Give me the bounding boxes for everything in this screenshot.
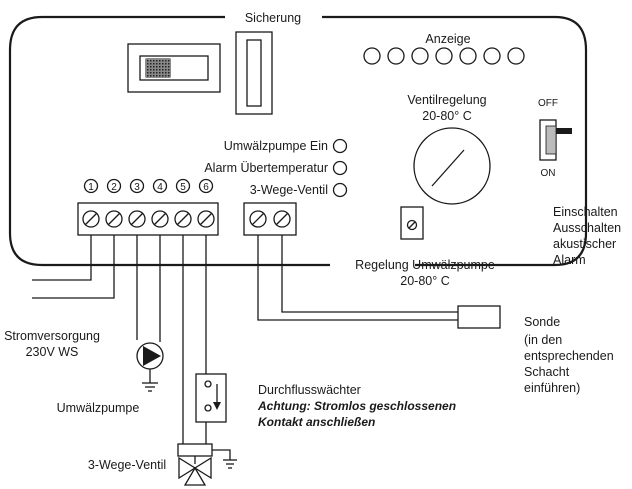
- overtemp-alarm-led: [332, 160, 348, 176]
- probe-desc-1: (in den: [524, 333, 562, 347]
- terminal-number-4: 4: [157, 182, 163, 193]
- terminal-number-1: 1: [88, 182, 94, 193]
- probe-desc-3: Schacht: [524, 365, 570, 379]
- valve-control-label: Ventilregelung: [407, 93, 486, 107]
- wires: [32, 235, 458, 444]
- three-way-valve-label: 3-Wege-Ventil: [88, 458, 166, 472]
- pump-control-potentiometer: [400, 206, 424, 240]
- terminal-numbers: 1 2 3 4 5 6: [83, 178, 214, 194]
- overtemp-alarm-label: Alarm Übertemperatur: [204, 161, 328, 175]
- pump-on-led: [332, 138, 348, 154]
- fuse: [235, 31, 273, 115]
- switch-desc-4: Alarm: [553, 253, 586, 267]
- valve-control-range: 20-80° C: [422, 109, 471, 123]
- warning-line-2: Kontakt anschließen: [258, 415, 375, 429]
- terminal-number-2: 2: [111, 182, 117, 193]
- slide-switch: [127, 43, 221, 93]
- power-supply-label: Stromversorgung: [4, 329, 100, 343]
- terminal-number-3: 3: [134, 182, 140, 193]
- terminal-number-6: 6: [203, 182, 209, 193]
- three-way-valve-led: [332, 182, 348, 198]
- circulation-pump-symbol: [136, 342, 164, 392]
- power-supply-voltage: 230V WS: [26, 345, 79, 359]
- circulation-pump-label: Umwälzpumpe: [57, 401, 140, 415]
- terminal-number-5: 5: [180, 182, 186, 193]
- probe-sensor: [457, 305, 501, 329]
- pump-control-label: Regelung Umwälzpumpe: [355, 258, 495, 272]
- fuse-label: Sicherung: [245, 11, 301, 25]
- switch-desc-2: Ausschalten: [553, 221, 621, 235]
- switch-desc-3: akustischer: [553, 237, 616, 251]
- probe-label: Sonde: [524, 315, 560, 329]
- switch-off-label: OFF: [538, 98, 558, 109]
- three-way-valve-led-label: 3-Wege-Ventil: [250, 183, 328, 197]
- housing-outline: [8, 15, 588, 267]
- switch-desc-1: Einschalten: [553, 205, 618, 219]
- power-toggle-switch: [539, 119, 572, 161]
- terminal-block-main: [77, 202, 219, 236]
- flow-switch-label: Durchflusswächter: [258, 383, 361, 397]
- flow-switch-symbol: [195, 373, 227, 423]
- valve-control-dial: [413, 127, 491, 205]
- pump-on-label: Umwälzpumpe Ein: [224, 139, 328, 153]
- probe-desc-4: einführen): [524, 381, 580, 395]
- three-way-valve-symbol: [177, 443, 237, 486]
- pump-control-range: 20-80° C: [400, 274, 449, 288]
- terminal-block-probe: [243, 202, 297, 236]
- display-leds: [363, 47, 525, 65]
- probe-desc-2: entsprechenden: [524, 349, 614, 363]
- display-label: Anzeige: [425, 32, 470, 46]
- warning-line-1: Achtung: Stromlos geschlossenen: [257, 399, 456, 413]
- switch-on-label: ON: [541, 168, 556, 179]
